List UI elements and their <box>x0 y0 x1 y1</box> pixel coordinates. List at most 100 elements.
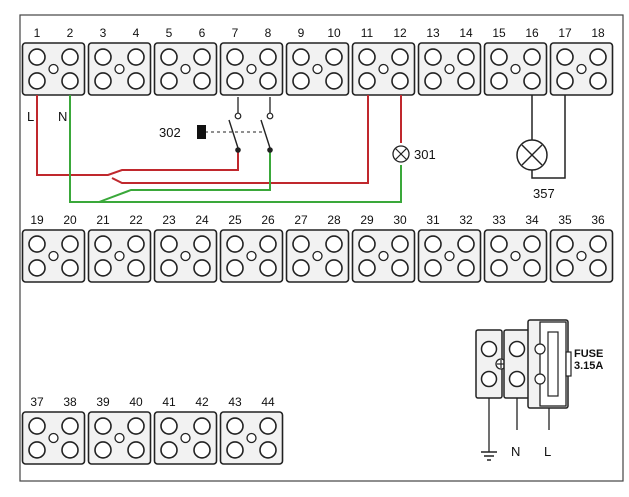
terminal-center-hole <box>180 250 191 262</box>
terminal-screw <box>193 417 211 435</box>
terminal-number: 21 <box>96 213 110 227</box>
terminal-center-hole <box>444 250 455 262</box>
terminal-number: 6 <box>199 26 206 40</box>
terminal-screw <box>391 259 409 277</box>
switch-green-wire <box>98 150 271 203</box>
terminal-screw <box>61 417 79 435</box>
earth-symbol <box>481 451 497 461</box>
terminal-screw <box>490 235 508 253</box>
terminal-center-hole <box>510 63 521 75</box>
terminal-number: 44 <box>261 395 275 409</box>
indicator-label: 357 <box>533 186 555 201</box>
terminal-screw <box>457 72 475 90</box>
terminal-center-hole <box>246 63 257 75</box>
terminal-screw <box>490 72 508 90</box>
terminal-center-hole <box>246 432 257 444</box>
terminal-screw <box>226 235 244 253</box>
diagram-frame <box>19 14 624 482</box>
terminal-number: 41 <box>162 395 176 409</box>
supply-live-label: L <box>544 444 551 459</box>
terminal-screw <box>193 441 211 459</box>
supply-terminal-block <box>475 329 531 452</box>
terminal-center-hole <box>378 250 389 262</box>
terminal-screw <box>424 48 442 66</box>
terminal-screw <box>556 235 574 253</box>
terminal-number: 29 <box>360 213 374 227</box>
terminal-screw <box>28 235 46 253</box>
terminal-number: 1 <box>34 26 41 40</box>
terminal-screw <box>259 441 277 459</box>
terminal-screw <box>160 72 178 90</box>
terminal-screw <box>127 235 145 253</box>
terminal-screw <box>259 417 277 435</box>
terminal-screw <box>28 417 46 435</box>
terminal-screw <box>391 72 409 90</box>
terminal-number: 2 <box>67 26 74 40</box>
terminal-screw <box>160 259 178 277</box>
terminal-screw <box>259 48 277 66</box>
terminal-screw <box>589 259 607 277</box>
live-wire <box>36 95 239 176</box>
terminal-screw <box>523 72 541 90</box>
terminal-screw <box>226 441 244 459</box>
terminal-screw <box>325 235 343 253</box>
terminal-number: 31 <box>426 213 440 227</box>
terminal-screw <box>94 48 112 66</box>
terminal-screw <box>358 235 376 253</box>
terminal-number: 39 <box>96 395 110 409</box>
terminal-number: 13 <box>426 26 440 40</box>
terminal-screw <box>589 48 607 66</box>
terminal-center-hole <box>576 63 587 75</box>
terminal-screw <box>226 72 244 90</box>
terminal-screw <box>61 235 79 253</box>
terminal-screw <box>94 72 112 90</box>
terminal-center-hole <box>114 432 125 444</box>
wiring <box>36 95 402 203</box>
terminal-screw <box>28 441 46 459</box>
terminal-screw <box>127 417 145 435</box>
terminal-screw <box>127 72 145 90</box>
neutral-label: N <box>58 109 67 124</box>
terminal-screw <box>259 235 277 253</box>
terminal-screw <box>61 441 79 459</box>
terminal-screw <box>358 72 376 90</box>
terminal-screw <box>193 259 211 277</box>
terminal-screw <box>556 259 574 277</box>
terminal-screw <box>94 259 112 277</box>
terminal-screw <box>589 235 607 253</box>
terminal-screw <box>127 48 145 66</box>
terminal-screw <box>490 48 508 66</box>
lamp-301: 301 <box>392 145 436 163</box>
fuse-rating: 3.15A <box>574 360 603 372</box>
terminal-center-hole <box>378 63 389 75</box>
terminal-screw <box>457 235 475 253</box>
fuse-holder: FUSE 3.15A <box>527 319 603 430</box>
terminal-number: 7 <box>232 26 239 40</box>
terminal-center-hole <box>114 250 125 262</box>
terminal-screw <box>193 72 211 90</box>
terminal-number: 12 <box>393 26 407 40</box>
terminal-number: 19 <box>30 213 44 227</box>
terminal-screw <box>61 259 79 277</box>
terminal-center-hole <box>510 250 521 262</box>
terminal-screw <box>589 72 607 90</box>
terminal-number: 16 <box>525 26 539 40</box>
terminal-number: 25 <box>228 213 242 227</box>
terminal-screw <box>292 48 310 66</box>
terminal-number: 38 <box>63 395 77 409</box>
terminal-center-hole <box>312 250 323 262</box>
terminal-number: 27 <box>294 213 308 227</box>
terminal-screw <box>226 259 244 277</box>
terminal-screw <box>292 72 310 90</box>
terminal-screw <box>391 48 409 66</box>
terminal-number: 24 <box>195 213 209 227</box>
terminal-screw <box>94 417 112 435</box>
terminal-center-hole <box>246 250 257 262</box>
terminal-center-hole <box>180 432 191 444</box>
terminal-number: 15 <box>492 26 506 40</box>
terminal-screw <box>160 417 178 435</box>
terminal-number: 42 <box>195 395 209 409</box>
supply-neutral-label: N <box>511 444 520 459</box>
terminal-number: 40 <box>129 395 143 409</box>
